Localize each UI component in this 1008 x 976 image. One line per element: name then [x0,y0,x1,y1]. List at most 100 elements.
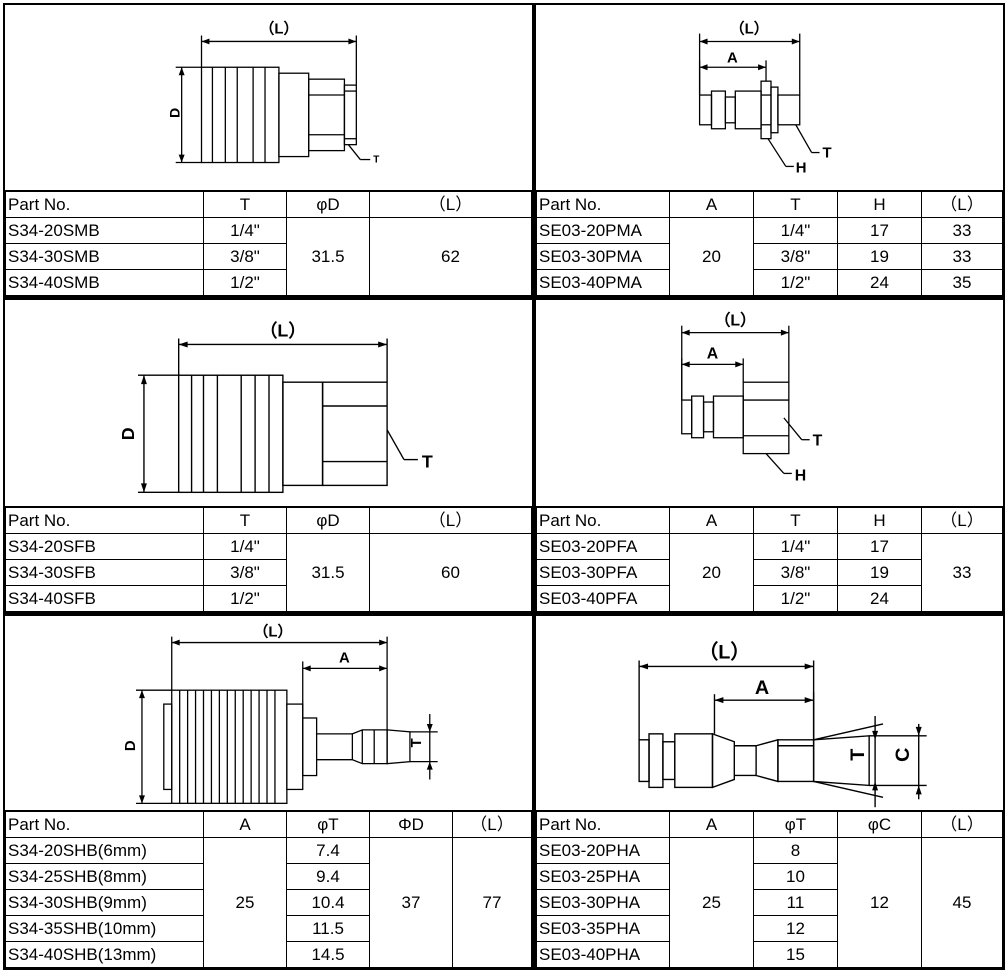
dim-l-label: （L） [259,20,298,38]
header-part-no: Part No. [536,506,670,534]
plug-male-thread-drawing: （L） A T H [698,20,832,176]
t-cell: 1/2" [753,585,838,612]
part-no-cell: SE03-40PMA [536,269,670,296]
part-no-cell: S34-25SHB(8mm) [5,863,204,890]
t-cell: 10.4 [286,889,370,916]
part-no-cell: S34-20SHB(6mm) [5,837,204,864]
a-cell: 25 [203,837,287,968]
header-h: H [837,506,922,534]
spec-table-s34-sfb: Part No. T φD （L） S34-20SFB 1/4" 31.5 60… [5,506,532,612]
dim-c-label: C [892,748,914,762]
part-no-cell: S34-35SHB(10mm) [5,915,204,942]
table-row: SE03-30PFA 3/8" 19 [536,559,1003,586]
table-row: S34-20SHB(6mm) 25 7.4 37 77 [5,837,532,968]
socket-female-thread-drawing: （L） D T [118,321,433,494]
part-no-cell: SE03-30PHA [536,889,670,916]
table-header-row: Part No. T φD （L） [5,506,532,534]
l-cell: 45 [921,837,1003,968]
table-header-row: Part No. A T H （L） [536,190,1003,218]
dim-a-label: A [755,677,769,699]
part-no-cell: SE03-25PHA [536,863,670,890]
a-cell: 20 [669,533,754,612]
part-no-cell: S34-40SFB [5,585,204,612]
panel-se03-pma: （L） A T H Part No. A T H （L） SE03-20PMA … [534,3,1005,298]
dim-l-label: （L） [254,623,293,641]
panel-s34-shb: （L） A D T Part No. A φT ΦD （L） S34-20SHB… [3,614,534,970]
part-no-cell: SE03-20PMA [536,217,670,244]
socket-male-thread-drawing: （L） D T [167,20,380,166]
header-t: T [203,506,287,534]
header-part-no: Part No. [536,190,670,218]
t-cell: 3/8" [753,559,838,586]
h-cell: 19 [837,243,922,270]
d-cell: 31.5 [286,217,370,296]
drawing-s34-sfb: （L） D T [5,300,532,512]
t-cell: 7.4 [286,837,370,864]
table-row: SE03-25PHA 10 [536,863,1003,890]
table-header-row: Part No. A φT φC （L） [536,810,1003,838]
spec-table-se03-pfa: Part No. A T H （L） SE03-20PFA 20 1/4" 17… [536,506,1003,612]
part-no-cell: S34-40SMB [5,269,204,296]
t-cell: 3/8" [753,243,838,270]
header-part-no: Part No. [5,190,204,218]
c-cell: 12 [837,837,922,968]
l-cell: 62 [369,217,532,296]
t-cell: 3/8" [203,559,287,586]
header-part-no: Part No. [536,810,670,838]
header-l: （L） [921,506,1003,534]
drawing-se03-pha: （L） A T C [536,616,1003,816]
header-a: A [669,190,754,218]
part-no-cell: S34-20SMB [5,217,204,244]
drawing-se03-pma: （L） A T H [536,5,1003,195]
dim-a-label: A [707,345,719,362]
table-row: S34-30SHB(9mm) 10.4 [5,889,532,916]
socket-hose-barb-drawing: （L） A D T [123,623,438,804]
header-part-no: Part No. [5,506,204,534]
table-row: S34-40SFB 1/2" [5,585,532,612]
t-cell: 12 [753,915,838,942]
table-header-row: Part No. T φD （L） [5,190,532,218]
table-row: S34-40SHB(13mm) 14.5 [5,941,532,968]
t-cell: 10 [753,863,838,890]
t-cell: 1/4" [203,533,287,560]
header-a: A [669,506,754,534]
spec-table-s34-smb: Part No. T φD （L） S34-20SMB 1/4" 31.5 62… [5,190,532,296]
t-cell: 3/8" [203,243,287,270]
d-cell: 37 [369,837,453,968]
dim-a-label: A [339,650,350,666]
table-header-row: Part No. A φT ΦD （L） [5,810,532,838]
t-cell: 1/4" [203,217,287,244]
drawing-se03-pfa: （L） A T H [536,300,1003,512]
part-no-cell: S34-30SFB [5,559,204,586]
dim-d-label: D [123,740,139,751]
panel-se03-pha: （L） A T C Part No. A φT φC （L） SE03-20PH… [534,614,1005,970]
header-t: T [203,190,287,218]
t-cell: 9.4 [286,863,370,890]
t-cell: 1/4" [753,533,838,560]
part-no-cell: SE03-35PHA [536,915,670,942]
l-cell: 60 [369,533,532,612]
h-cell: 24 [837,269,922,296]
header-a: A [203,810,287,838]
drawing-s34-shb: （L） A D T [5,616,532,816]
header-l: （L） [921,810,1003,838]
header-a: A [669,810,754,838]
spec-table-s34-shb: Part No. A φT ΦD （L） S34-20SHB(6mm) 25 7… [5,810,532,968]
header-d: φD [286,190,370,218]
part-no-cell: SE03-20PHA [536,837,670,864]
header-t: φT [753,810,838,838]
table-row: SE03-30PMA 3/8" 19 33 [536,243,1003,270]
a-cell: 25 [669,837,754,968]
t-cell: 1/2" [203,585,287,612]
table-header-row: Part No. A T H （L） [536,506,1003,534]
header-l: （L） [921,190,1003,218]
t-cell: 8 [753,837,838,864]
dim-l-label: （L） [715,312,756,330]
l-cell: 33 [921,533,1003,612]
dim-a-label: A [727,50,738,66]
dim-t-label: T [847,749,869,761]
t-cell: 15 [753,941,838,968]
table-row: S34-35SHB(10mm) 11.5 [5,915,532,942]
dim-l-label: （L） [260,321,307,341]
h-cell: 17 [837,217,922,244]
